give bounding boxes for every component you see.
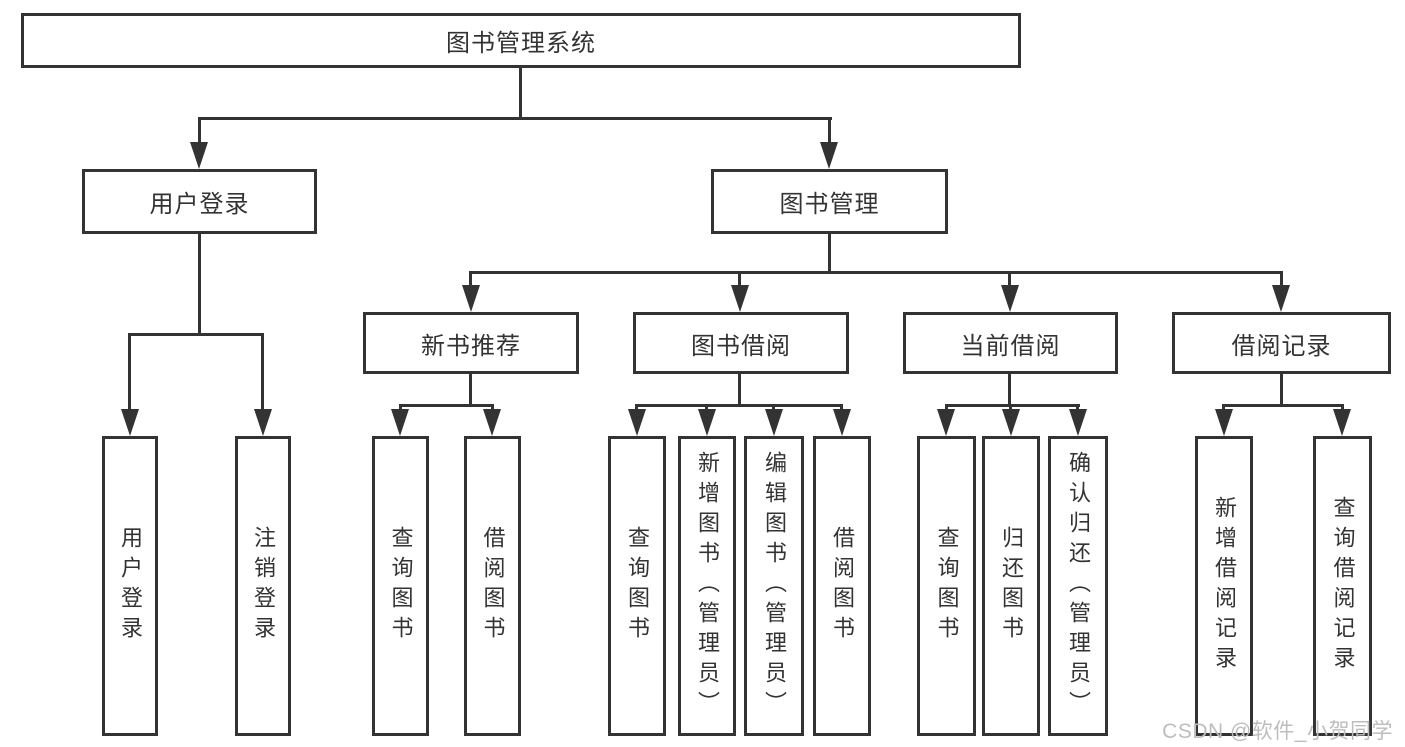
- arrow-down-icon: [121, 409, 139, 436]
- connector-vline: [1280, 374, 1283, 407]
- arrow-down-icon: [937, 409, 955, 436]
- arrow-down-icon: [462, 285, 480, 312]
- leaf-query-books-current: 查询图书: [917, 436, 976, 736]
- arrow-down-icon: [1272, 285, 1290, 312]
- leaf-label: 新增借阅记录: [1212, 496, 1237, 676]
- connector-vline: [1009, 404, 1012, 413]
- node-new-book-recommend: 新书推荐: [363, 312, 579, 374]
- arrow-down-icon: [1215, 409, 1233, 436]
- connector-hline: [198, 117, 832, 120]
- connector-vline: [1008, 271, 1011, 288]
- leaf-query-books-recommend: 查询图书: [372, 436, 429, 736]
- connector-vline: [1076, 404, 1079, 413]
- connector-vline: [1280, 271, 1283, 288]
- connector-vline: [519, 68, 522, 118]
- connector-vline: [469, 374, 472, 407]
- leaf-edit-books-admin: 编辑图书（管理员）: [744, 436, 804, 736]
- leaf-user-login: 用户登录: [102, 436, 158, 736]
- leaf-label: 查询图书: [625, 526, 650, 646]
- leaf-query-books-borrow: 查询图书: [608, 436, 666, 736]
- connector-vline: [772, 404, 775, 413]
- arrow-down-icon: [483, 409, 501, 436]
- connector-vline: [1008, 374, 1011, 407]
- connector-hline: [1222, 404, 1344, 407]
- leaf-return-books: 归还图书: [982, 436, 1040, 736]
- connector-vline: [469, 271, 472, 288]
- leaf-confirm-return-admin: 确认归还（管理员）: [1048, 436, 1108, 736]
- leaf-label: 新增图书（管理员）: [695, 451, 720, 721]
- connector-vline: [945, 404, 948, 413]
- connector-vline: [840, 404, 843, 413]
- connector-hline: [128, 333, 264, 336]
- connector-vline: [198, 234, 201, 334]
- connector-vline: [1222, 404, 1225, 413]
- leaf-label: 归还图书: [999, 526, 1024, 646]
- connector-hline: [635, 404, 843, 407]
- connector-vline: [828, 117, 831, 145]
- arrow-down-icon: [391, 409, 409, 436]
- arrow-down-icon: [254, 409, 272, 436]
- leaf-label: 确认归还（管理员）: [1066, 451, 1091, 721]
- arrow-down-icon: [765, 409, 783, 436]
- node-book-borrow: 图书借阅: [633, 312, 849, 374]
- connector-vline: [828, 234, 831, 274]
- arrow-down-icon: [1333, 409, 1351, 436]
- leaf-add-books-admin: 新增图书（管理员）: [678, 436, 736, 736]
- connector-vline: [399, 404, 402, 413]
- leaf-label: 用户登录: [118, 526, 143, 646]
- connector-vline: [1341, 404, 1344, 413]
- arrow-down-icon: [1001, 285, 1019, 312]
- leaf-label: 查询借阅记录: [1330, 496, 1356, 676]
- leaf-borrow-books: 借阅图书: [813, 436, 871, 736]
- leaf-logout: 注销登录: [235, 436, 291, 736]
- leaf-add-borrow-record: 新增借阅记录: [1195, 436, 1253, 736]
- node-borrow-records: 借阅记录: [1172, 312, 1391, 374]
- leaf-borrow-books-recommend: 借阅图书: [464, 436, 521, 736]
- leaf-query-borrow-record: 查询借阅记录: [1313, 436, 1372, 736]
- leaf-label: 借阅图书: [480, 526, 506, 646]
- connector-vline: [705, 404, 708, 413]
- connector-vline: [635, 404, 638, 413]
- leaf-label: 查询图书: [388, 526, 414, 646]
- connector-vline: [738, 271, 741, 288]
- connector-vline: [128, 333, 131, 412]
- arrow-down-icon: [731, 285, 749, 312]
- node-root: 图书管理系统: [21, 13, 1021, 68]
- connector-hline: [469, 271, 1283, 274]
- connector-vline: [738, 374, 741, 407]
- connector-hline: [399, 404, 494, 407]
- arrow-down-icon: [833, 409, 851, 436]
- node-book-management: 图书管理: [711, 169, 948, 234]
- arrow-down-icon: [190, 142, 208, 169]
- connector-vline: [198, 117, 201, 145]
- leaf-label: 查询图书: [934, 526, 960, 646]
- leaf-label: 编辑图书（管理员）: [762, 451, 787, 721]
- connector-vline: [491, 404, 494, 413]
- leaf-label: 注销登录: [251, 526, 276, 646]
- arrow-down-icon: [628, 409, 646, 436]
- node-user-login: 用户登录: [82, 169, 317, 234]
- arrow-down-icon: [1002, 409, 1020, 436]
- watermark-text: CSDN @软件_小贺同学: [1162, 720, 1393, 743]
- connector-hline: [945, 404, 1080, 407]
- connector-vline: [261, 333, 264, 412]
- arrow-down-icon: [1069, 409, 1087, 436]
- arrow-down-icon: [698, 409, 716, 436]
- leaf-label: 借阅图书: [830, 526, 855, 646]
- arrow-down-icon: [820, 142, 838, 169]
- node-current-borrow: 当前借阅: [903, 312, 1118, 374]
